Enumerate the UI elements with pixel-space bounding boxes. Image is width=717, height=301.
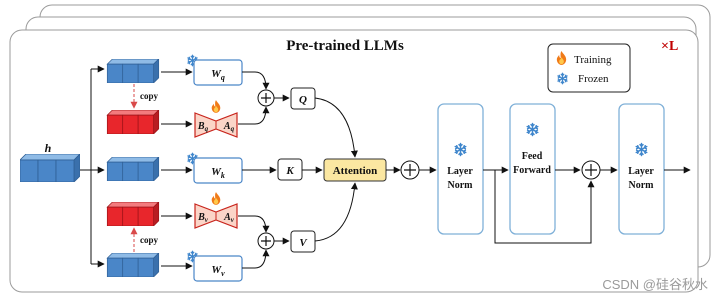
v-input-block	[106, 253, 160, 277]
av-sub: v	[231, 216, 235, 224]
svg-text:Aq: Aq	[223, 121, 235, 133]
feed-forward-line-1: Feed	[522, 151, 543, 162]
wv-sub: v	[221, 269, 225, 278]
input-block	[20, 154, 80, 182]
wq-label: W	[211, 68, 222, 80]
k-input-block	[106, 157, 160, 181]
svg-text:Wk: Wk	[211, 166, 225, 180]
wk-label: W	[211, 166, 222, 178]
aq-label: A	[223, 121, 231, 132]
feed-forward-box	[509, 103, 556, 235]
layer-norm-1-line-2: Norm	[448, 180, 474, 191]
layer-norm-2-box	[618, 103, 665, 235]
legend: Training Frozen	[547, 43, 631, 93]
svg-text:Wv: Wv	[211, 264, 225, 278]
layer-norm-2-line-1: Layer	[628, 166, 654, 177]
wq-sub: q	[221, 73, 225, 82]
frame-title: Pre-trained LLMs	[286, 38, 404, 54]
repeat-label: ×L	[661, 39, 678, 54]
av-label: A	[223, 212, 231, 223]
legend-box	[547, 43, 631, 93]
copy-label-bottom: copy	[140, 235, 159, 245]
svg-text:Bq: Bq	[197, 121, 209, 133]
q-label: Q	[299, 94, 307, 106]
feed-forward-line-2: Forward	[513, 165, 551, 176]
copy-label-top: copy	[140, 91, 159, 101]
wv-label: W	[211, 264, 222, 276]
v-lora-input-block	[106, 202, 160, 226]
k-label: K	[285, 165, 294, 177]
bv-label: B	[197, 212, 205, 223]
wk-sub: k	[221, 171, 225, 180]
layer-norm-2-line-2: Norm	[629, 180, 655, 191]
svg-text:Wq: Wq	[211, 68, 225, 82]
v-box	[290, 230, 316, 253]
legend-training-label: Training	[574, 54, 612, 66]
attention-label: Attention	[333, 165, 378, 177]
bq-sub: q	[205, 125, 209, 133]
svg-text:Bv: Bv	[197, 212, 209, 224]
input-label: h	[45, 141, 52, 155]
legend-frozen-label: Frozen	[578, 73, 609, 85]
aq-sub: q	[231, 125, 235, 133]
q-input-block	[106, 59, 160, 83]
watermark: CSDN @硅谷秋水	[602, 277, 708, 292]
layer-norm-1-line-1: Layer	[447, 166, 473, 177]
v-label: V	[299, 237, 308, 249]
bv-sub: v	[205, 216, 209, 224]
svg-text:Av: Av	[223, 212, 235, 224]
bq-label: B	[197, 121, 205, 132]
q-lora-input-block	[106, 110, 160, 134]
layer-norm-1-box	[437, 103, 484, 235]
